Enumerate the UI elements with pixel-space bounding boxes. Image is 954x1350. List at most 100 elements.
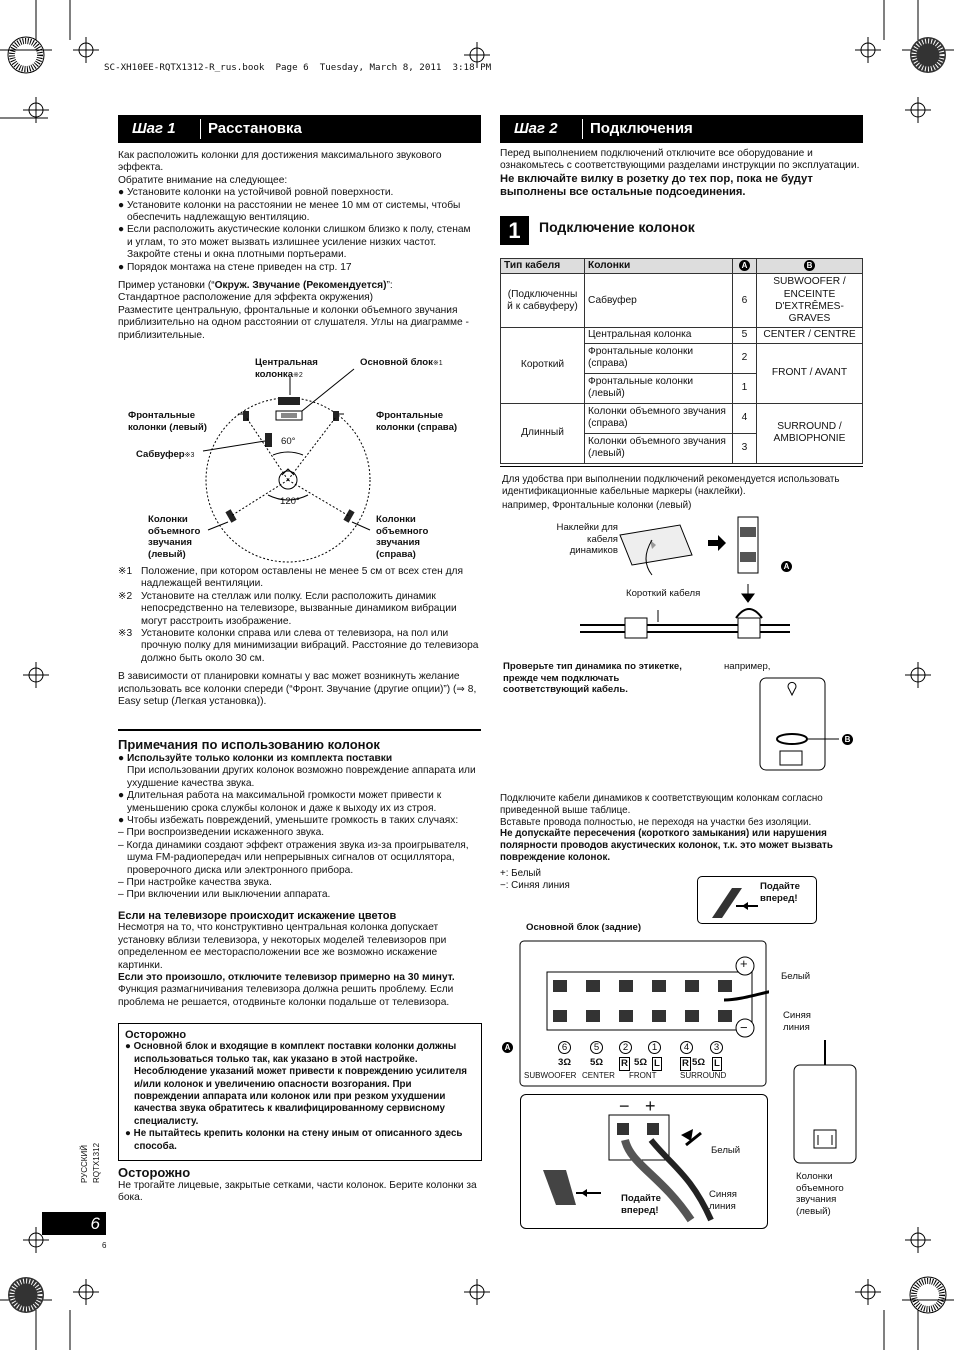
intro-line: Обратите внимание на следующее: <box>118 174 288 186</box>
insertion-detail: − + Белый Синяя линия Подайте вперед! <box>520 1094 768 1229</box>
cable-marker-illustration <box>580 516 790 639</box>
caution-item: ● Не пытайтесь крепить колонки на стену … <box>125 1128 463 1152</box>
diagram-label-front-right: Фронтальные колонки (справа) <box>376 410 458 433</box>
table-header-b: B <box>756 257 863 275</box>
detail-white-label: Белый <box>711 1145 741 1156</box>
terminal-num: 3 <box>710 1041 723 1054</box>
table-header: Колонки <box>584 257 733 275</box>
section-divider <box>118 729 481 731</box>
table-row: Колонки объемного звучания (левый) 3 <box>501 432 863 464</box>
step2-label: Шаг 2 <box>514 120 558 137</box>
short-cable-label: Короткий кабеля <box>626 588 701 599</box>
terminal-group: SUBWOOFER <box>524 1071 577 1080</box>
table-cell: (Подключенны й к сабвуферу) <box>500 273 585 329</box>
table-header: Тип кабеля <box>500 257 585 275</box>
left-intro: Как расположить колонки для достижения м… <box>118 150 478 342</box>
caution-box: Осторожно ● Основной блок и входящие в к… <box>118 1023 482 1161</box>
table-cell: Фронтальные колонки (левый) <box>584 372 733 404</box>
side-language: РУССКИЙ <box>80 1145 89 1183</box>
table-cell: Колонки объемного звучания (левый) <box>584 432 733 464</box>
caution-item: ● Основной блок и входящие в комплект по… <box>125 1041 468 1127</box>
push-forward-callout: Подайте вперед! <box>697 876 817 924</box>
table-cell: Фронтальные колонки (справа) <box>584 342 733 374</box>
notes-sub: При использовании других колонок возможн… <box>127 765 476 789</box>
stickers-label: Наклейки для кабеля динамиков <box>556 522 618 556</box>
terminal-labels: 6 5 2 1 4 3 3Ω 5Ω R 5Ω L R 5Ω L SUBWOOFE… <box>522 1041 732 1083</box>
terminal-group: CENTER <box>582 1071 615 1080</box>
detail-plus: + <box>645 1096 656 1116</box>
diagram-label-surround-right: Колонки объемного звучания (справа) <box>376 514 429 560</box>
table-header-row: Тип кабеля Колонки A B <box>500 257 863 275</box>
detail-push-label: Подайте вперед! <box>621 1193 661 1216</box>
bullet-item: ● Установите колонки на устойчивой ровно… <box>118 187 394 199</box>
table-row: (Подключенны й к сабвуферу) Сабвуфер 6 S… <box>500 273 863 329</box>
terminal-ohm: 3Ω <box>558 1057 572 1068</box>
step1-title: Расстановка <box>208 120 302 137</box>
terminal-num: 5 <box>590 1041 603 1054</box>
intro-warning: Не включайте вилку в розетку до тех пор,… <box>500 172 813 199</box>
marker-example: например, Фронтальные колонки (левый) <box>502 499 692 511</box>
speaker-rear-illustration <box>759 677 839 771</box>
bullet-item: ● Длительная работа на максимальной гром… <box>118 790 442 814</box>
speaker-marker-b: B <box>842 734 853 746</box>
speaker-table: Тип кабеля Колонки A B (Подключенны й к … <box>500 257 863 464</box>
dash-item: – При воспроизведении искаженного звука. <box>118 827 325 839</box>
table-cell: Длинный <box>500 402 585 464</box>
section-number-box: 1 <box>500 216 529 245</box>
example-heading: Пример установки (“Окруж. Звучание (Реко… <box>118 280 393 292</box>
table-row: Короткий Центральная колонка 5 CENTER / … <box>500 327 863 404</box>
surround-left-label: Колонки объемного звучания (левый) <box>796 1171 844 1217</box>
table-cell: CENTER / CENTRE <box>756 327 863 344</box>
minus-label: −: Синяя линия <box>500 879 570 891</box>
example-word: например, <box>724 661 771 672</box>
table-cell: FRONT / AVANT <box>756 342 863 404</box>
page-number-small: 6 <box>102 1241 107 1250</box>
diagram-label-subwoofer: Сабвуфер※3 <box>136 449 195 460</box>
section-title: Подключение колонок <box>539 219 695 235</box>
subwoofer-icon <box>265 433 272 447</box>
terminal-marker-a: A <box>502 1042 513 1054</box>
bullet-item: ● Если расположить акустические колонки … <box>118 224 471 261</box>
table-cell: SUBWOOFER / ENCEINTE D'EXTRÊMES-GRAVES <box>756 273 863 329</box>
placement-diagram <box>202 368 371 563</box>
tv-bold: Если это произошло, отключите телевизор … <box>118 971 455 983</box>
step1-header: Шаг 1 Расстановка <box>118 115 481 143</box>
example-line: Стандартное расположение для эффекта окр… <box>118 292 374 304</box>
plus-label: +: Белый <box>500 867 541 879</box>
terminal-num: 6 <box>558 1041 571 1054</box>
side-code: RQTX1312 <box>92 1142 101 1183</box>
detail-minus: − <box>619 1096 630 1116</box>
terminal-num: 2 <box>619 1041 632 1054</box>
surround-right-speaker-icon <box>343 509 355 523</box>
step1-label: Шаг 1 <box>132 120 176 137</box>
speaker-notes: Примечания по использованию колонок ● Ис… <box>118 737 480 1009</box>
step2-title: Подключения <box>590 120 693 137</box>
table-cell: Центральная колонка <box>584 327 733 344</box>
table-cell: Сабвуфер <box>584 273 733 329</box>
notes-title: Примечания по использованию колонок <box>118 737 380 752</box>
table-bottom-rule <box>500 466 863 467</box>
table-cell: 1 <box>732 372 757 404</box>
surround-left-speaker-icon <box>225 509 237 523</box>
bullet-item: ● Чтобы избежать повреждений, уменьшите … <box>118 815 459 827</box>
diagram-angle-120: 120° <box>280 496 300 507</box>
notes-bold-bullet: ● Используйте только колонки из комплект… <box>118 753 393 764</box>
minus-sign: − <box>740 1020 748 1035</box>
caution2-title: Осторожно <box>118 1165 191 1180</box>
caution-box-title: Осторожно <box>125 1029 187 1041</box>
terminal-l: L <box>652 1057 662 1071</box>
connect-text2: Вставьте провода полностью, не переходя … <box>500 816 812 828</box>
dash-item: – При включении или выключении аппарата. <box>118 889 331 901</box>
connect-instructions: Подключите кабели динамиков к соответств… <box>500 793 862 891</box>
layout-note: В зависимости от планировки комнаты у ва… <box>118 671 477 708</box>
terminal-ohm: 5Ω <box>590 1057 604 1068</box>
table-row: Длинный Колонки объемного звучания (спра… <box>500 402 863 464</box>
right-intro: Перед выполнением подключений отключите … <box>500 148 862 200</box>
header-separator <box>582 119 583 139</box>
push-forward-label: Подайте вперед! <box>760 881 800 904</box>
table-cell: 3 <box>732 432 757 464</box>
marker-note: Для удобства при выполнении подключений … <box>502 474 862 511</box>
